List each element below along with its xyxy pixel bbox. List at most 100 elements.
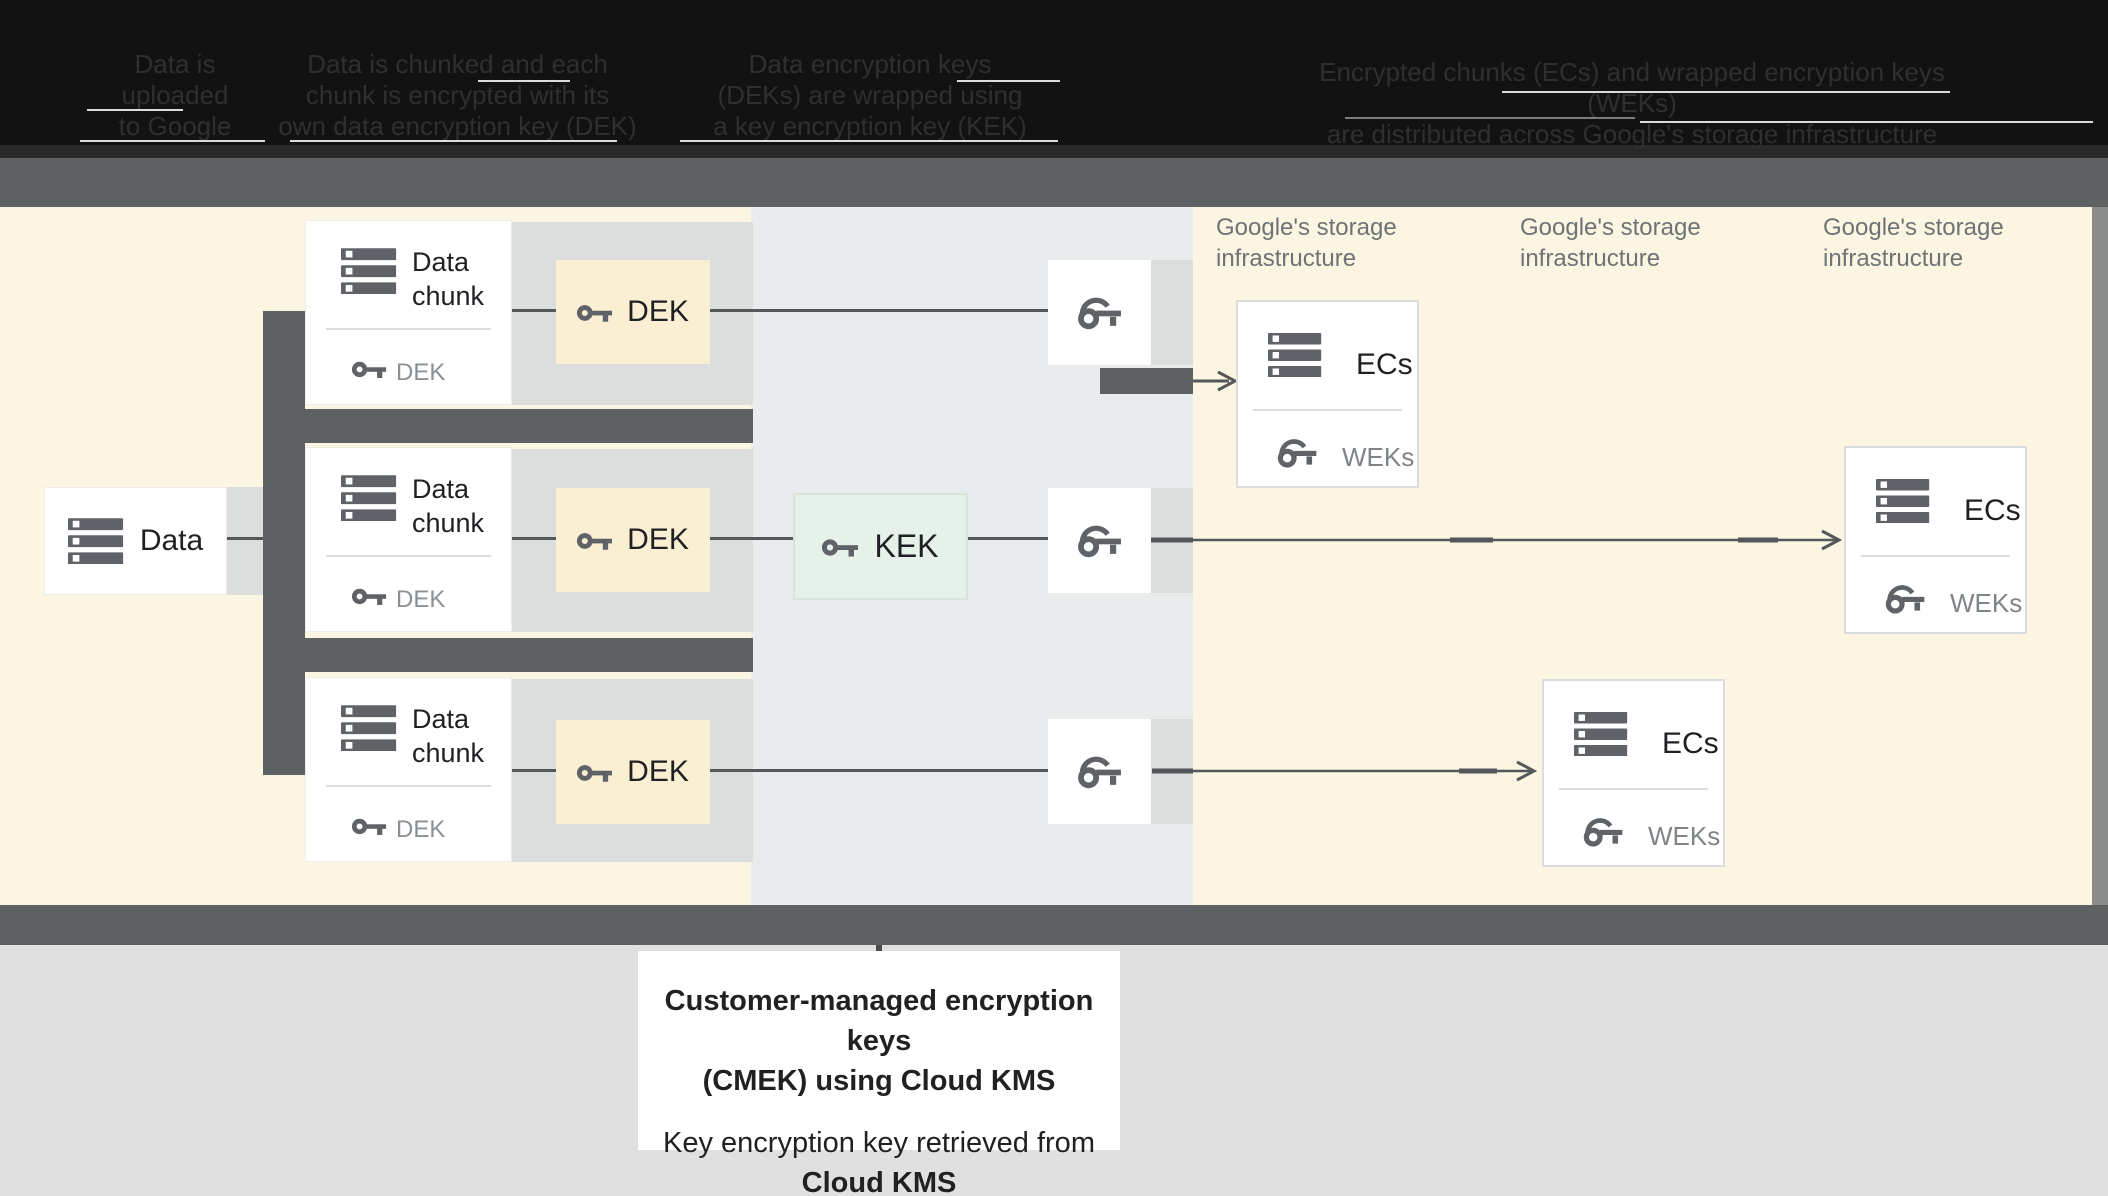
header-step-line: Data is chunked and each: [307, 49, 608, 79]
arrow-to-ecs-1: [1193, 370, 1239, 392]
storage-infrastructure-label: Google's storage infrastructure: [1520, 214, 1701, 272]
data-stack-icon: [1876, 479, 1931, 523]
data-box: Data: [44, 487, 227, 595]
wrapped-key-icon: [1882, 581, 1929, 617]
arrow-to-ecs-3: [1152, 760, 1538, 782]
data-chunk-box: Data chunk DEK: [305, 220, 512, 405]
chunk-key-label: DEK: [396, 816, 446, 843]
dek-label: DEK: [627, 755, 689, 788]
connector-line: [710, 309, 1048, 312]
connector-line: [512, 769, 556, 772]
data-stack-icon: [341, 248, 398, 294]
dek-box: DEK: [556, 488, 710, 592]
wrapped-key-icon: [1074, 521, 1126, 561]
header-step-line: uploaded: [121, 80, 229, 110]
wrapped-key-icon: [1074, 752, 1126, 792]
header-step-line: (DEKs) are wrapped using: [717, 80, 1023, 110]
storage-infrastructure-label: Google's storage infrastructure: [1823, 214, 2004, 272]
divider: [326, 555, 491, 557]
key-icon: [577, 528, 614, 552]
ecs-box: ECs WEKs: [1542, 679, 1725, 867]
caption-body-line: Cloud KMS: [801, 1167, 957, 1196]
key-icon: [577, 300, 614, 324]
connector-line: [968, 537, 1048, 540]
key-icon: [352, 814, 388, 837]
key-icon: [352, 357, 388, 380]
wrapped-key-icon: [1074, 293, 1126, 333]
dek-box: DEK: [556, 720, 710, 824]
arrow-to-ecs-2: [1151, 529, 1843, 551]
caption-title-line: (CMEK) using Cloud KMS: [702, 1065, 1056, 1097]
right-edge-strip: [2092, 207, 2108, 905]
underline-artifact: [1640, 121, 2093, 123]
header-step-line: a key encryption key (KEK): [713, 111, 1027, 141]
wrapped-key-thick-connector: [1100, 368, 1193, 394]
header-step-line: own data encryption key (DEK): [278, 111, 637, 141]
header-band: [0, 0, 2108, 158]
dek-label: DEK: [627, 295, 689, 328]
underline-artifact: [957, 80, 1060, 82]
data-stack-icon: [341, 475, 398, 521]
ecs-title: ECs: [1964, 494, 2021, 527]
connector-band: [227, 487, 263, 595]
dek-box: DEK: [556, 260, 710, 364]
wrapped-key-icon: [1580, 814, 1627, 850]
connector-line: [512, 309, 556, 312]
chunk-key-label: DEK: [396, 359, 446, 386]
divider: [1559, 788, 1708, 790]
chunk-title: Data chunk: [412, 247, 485, 311]
kek-label: KEK: [874, 528, 939, 564]
connector-line: [710, 769, 1049, 772]
connector-line: [710, 537, 793, 540]
header-step-line: Encrypted chunks (ECs) and wrapped encry…: [1319, 57, 1945, 118]
ecs-title: ECs: [1662, 727, 1719, 760]
wrapped-key-box: [1048, 719, 1151, 824]
fork-vertical-bar: [263, 311, 305, 775]
caption-body-line: Key encryption key retrieved from: [663, 1127, 1095, 1159]
header-step-chunked: Data is chunked and each chunk is encryp…: [275, 49, 640, 142]
underline-artifact: [87, 109, 183, 111]
key-icon: [577, 760, 614, 784]
connector-band: [1151, 260, 1193, 365]
storage-infrastructure-label: Google's storage infrastructure: [1216, 214, 1397, 272]
divider: [1861, 555, 2010, 557]
ecs-key-label: WEKs: [1648, 821, 1721, 851]
caption-spacer: [638, 1101, 1120, 1123]
ecs-box: ECs WEKs: [1844, 446, 2027, 634]
caption-title-line: Customer-managed encryption keys: [664, 985, 1094, 1057]
underline-artifact: [680, 140, 1058, 142]
chunk-title: Data chunk: [412, 474, 485, 538]
data-chunk-box: Data chunk DEK: [305, 677, 512, 862]
ecs-key-label: WEKs: [1342, 442, 1415, 472]
header-step-wrapped: Data encryption keys (DEKs) are wrapped …: [688, 49, 1052, 142]
chunk-key-label: DEK: [396, 586, 446, 613]
fork-horizontal-bar: [263, 409, 753, 443]
ecs-box: ECs WEKs: [1236, 300, 1419, 488]
data-chunk-box: Data chunk DEK: [305, 447, 512, 632]
data-stack-icon: [67, 518, 125, 564]
cmek-caption-box: Customer-managed encryption keys (CMEK) …: [638, 951, 1120, 1196]
underline-artifact: [478, 80, 570, 82]
data-box-label: Data: [139, 524, 204, 557]
ecs-key-label: WEKs: [1950, 588, 2023, 618]
footer-connector-tick: [876, 945, 882, 953]
connector-line: [512, 537, 556, 540]
header-step-line: are distributed across Google's storage …: [1326, 119, 1938, 149]
header-band-strip: [0, 145, 2108, 158]
connector-line: [227, 537, 263, 540]
header-step-line: Data is: [134, 49, 216, 79]
divider: [326, 328, 491, 330]
key-icon: [352, 584, 388, 607]
header-step-line: to Google: [118, 111, 232, 141]
underline-artifact: [80, 140, 265, 142]
wrapped-key-box: [1048, 260, 1151, 365]
kek-box: KEK: [793, 493, 968, 600]
divider: [1253, 409, 1402, 411]
header-step-line: Data encryption keys: [748, 49, 992, 79]
ecs-title: ECs: [1356, 348, 1413, 381]
key-icon: [822, 534, 860, 559]
data-stack-icon: [1268, 333, 1323, 377]
fork-horizontal-bar: [263, 638, 753, 672]
wrapped-key-icon: [1274, 435, 1321, 471]
